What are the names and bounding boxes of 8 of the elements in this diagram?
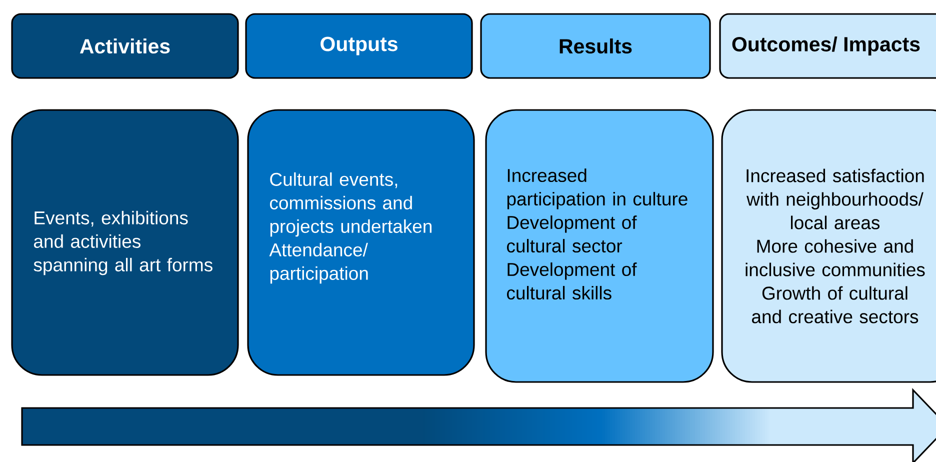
stage-box: Cultural events, commissions and projects undertaken Attendance/ participation (247, 109, 475, 376)
stage-box: Events, exhibitions and activities spanning all art forms (11, 109, 239, 376)
header-box: Activities (11, 13, 239, 79)
header-box: Outcomes/ Impacts (719, 13, 936, 79)
stage-box: Increased satisfaction with neighbourhoods/ local areas More cohesive and inclusive communities Growth of cultural and creative sectors (721, 109, 936, 383)
stage-box: Increased participation in culture Development of cultural sector Development of cultural skills (485, 109, 714, 383)
header-box: Outputs (245, 13, 473, 79)
header-box: Results (480, 13, 711, 79)
